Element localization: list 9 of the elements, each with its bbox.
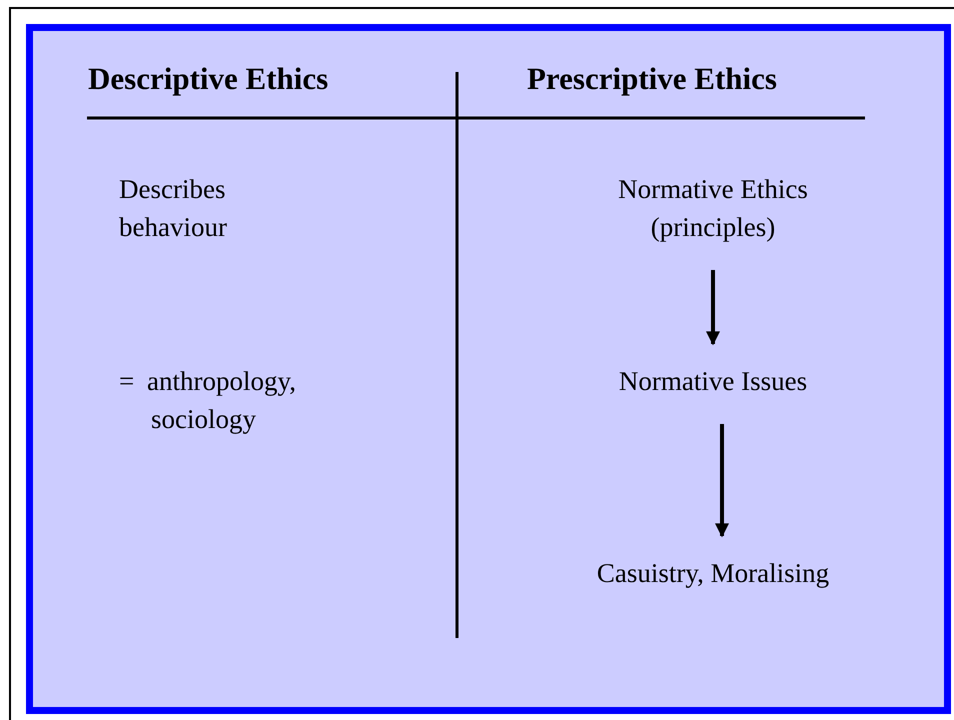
column-heading: Prescriptive Ethics xyxy=(527,60,778,98)
concept-text: Normative Issues xyxy=(543,362,883,400)
arrow xyxy=(706,270,720,346)
arrow xyxy=(715,424,729,538)
concept-text: Casuistry, Moralising xyxy=(543,554,883,592)
column-heading: Descriptive Ethics xyxy=(88,60,330,98)
description-text: Describes behaviour xyxy=(119,173,228,244)
concept-text: Normative Ethics (principles) xyxy=(563,170,863,246)
description-text: = anthropology, sociology xyxy=(119,365,297,436)
